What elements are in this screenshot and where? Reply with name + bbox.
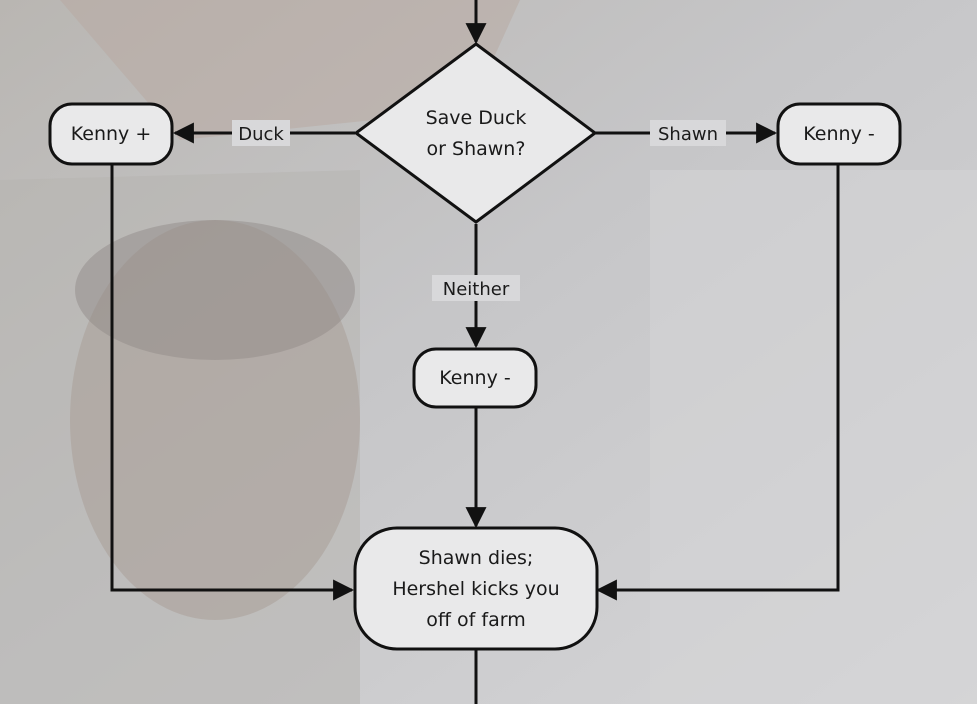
edge-left-to-outcome (110, 165, 355, 601)
edge-labels: Duck Shawn Neither (232, 120, 726, 301)
edge-label-neither: Neither (443, 279, 510, 300)
edge-label-duck: Duck (238, 124, 284, 145)
decision-text-line-2: or Shawn? (427, 138, 526, 160)
node-kenny-minus-middle-label: Kenny - (439, 367, 510, 389)
node-kenny-minus-right-label: Kenny - (803, 123, 874, 145)
node-kenny-plus-label: Kenny + (71, 123, 152, 145)
node-outcome-line-2: Hershel kicks you (392, 578, 559, 600)
node-kenny-minus-middle: Kenny - (412, 347, 538, 409)
decision-node: Save Duck or Shawn? (353, 42, 598, 224)
node-kenny-plus: Kenny + (48, 102, 174, 166)
node-outcome-line-3: off of farm (426, 609, 525, 631)
edges (110, 0, 840, 704)
edge-label-shawn: Shawn (658, 124, 718, 145)
node-outcome: Shawn dies; Hershel kicks you off of far… (353, 526, 599, 651)
edge-right-to-outcome (595, 165, 840, 601)
node-kenny-minus-right: Kenny - (776, 102, 902, 166)
decision-text-line-1: Save Duck (426, 107, 527, 129)
node-outcome-line-1: Shawn dies; (419, 547, 534, 569)
